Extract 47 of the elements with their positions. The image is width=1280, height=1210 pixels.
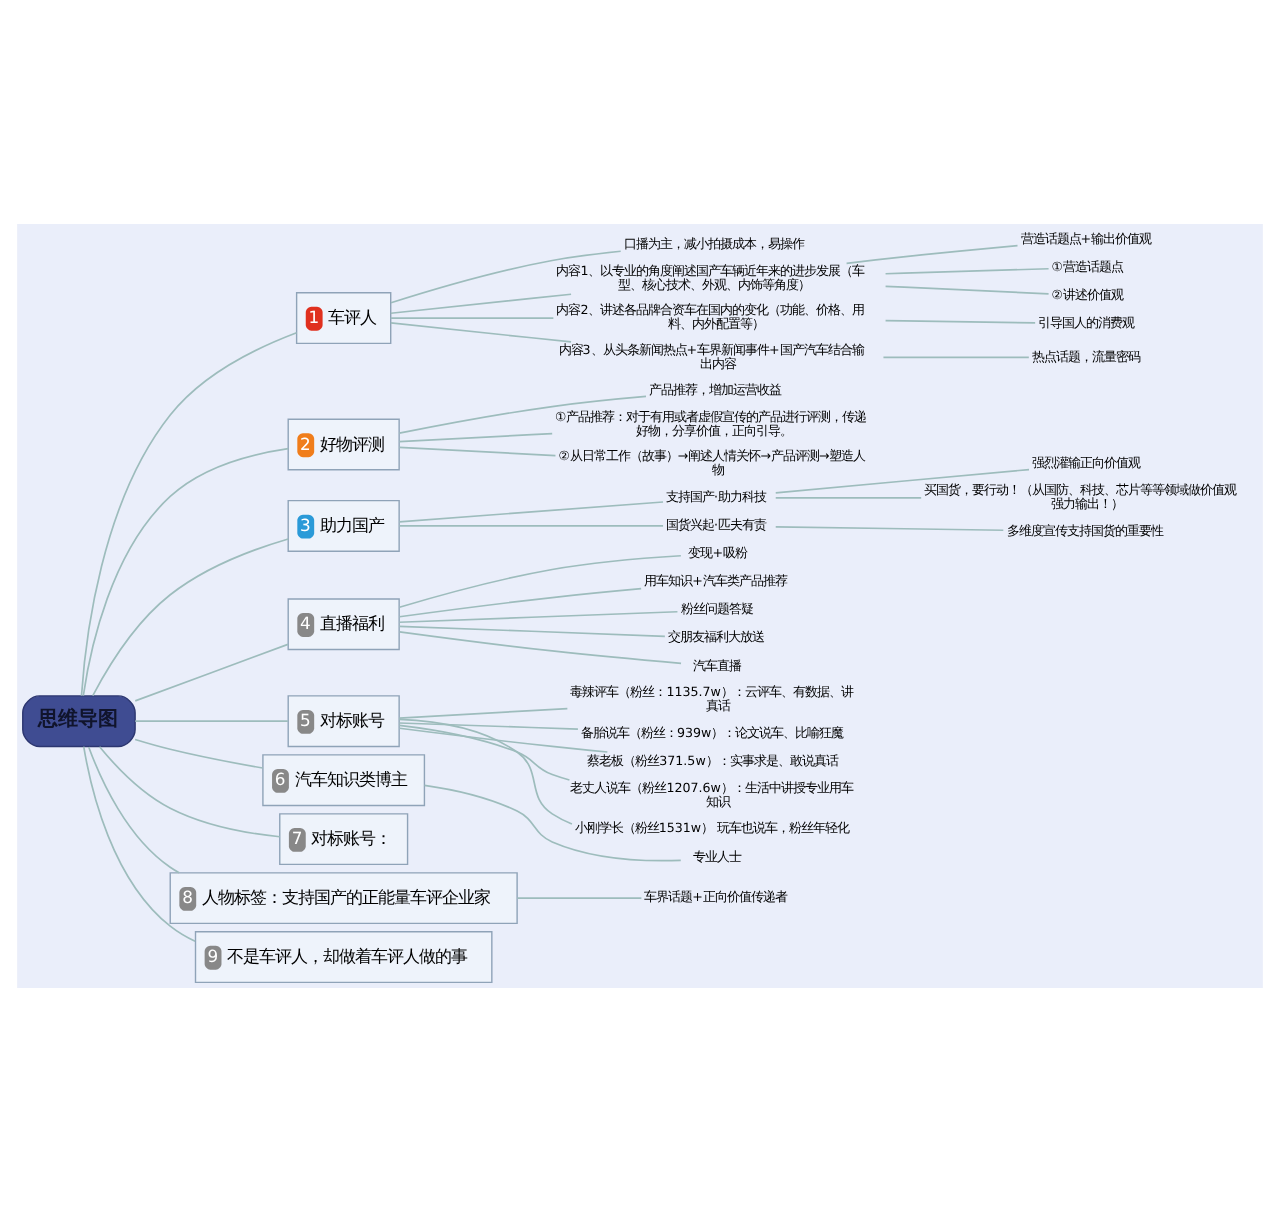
- connector: [884, 318, 1036, 323]
- connector: [398, 721, 579, 729]
- connector: [884, 266, 1050, 274]
- connector: [389, 292, 572, 314]
- connector: [398, 524, 664, 526]
- connector: [516, 896, 643, 898]
- connector: [398, 394, 647, 434]
- connector: [884, 284, 1050, 294]
- connector: [398, 431, 554, 442]
- connector: [398, 629, 682, 664]
- node-box: 9 不是车评人，却做着车评人做的事: [194, 930, 493, 983]
- node-box: 3 助力国产: [287, 498, 400, 551]
- connector: [398, 586, 642, 617]
- connector: [134, 719, 289, 721]
- connector: [398, 445, 557, 456]
- node-box: 6 汽车知识类博主: [262, 753, 426, 806]
- connector: [398, 500, 664, 522]
- connector: [398, 553, 682, 608]
- node-box: 7 对标账号：: [279, 812, 409, 865]
- connector: [845, 243, 1019, 264]
- connector: [98, 744, 281, 837]
- connector: [134, 737, 264, 768]
- connector: [398, 609, 679, 623]
- node-box: 思维导图: [22, 694, 136, 747]
- connector: [774, 524, 1005, 531]
- connector: [882, 355, 1030, 358]
- connector: [774, 496, 923, 498]
- connector: [398, 717, 573, 824]
- node-box: 2 好物评测: [287, 417, 400, 470]
- connector: [80, 330, 298, 696]
- node-box: 4 直播福利: [287, 597, 400, 650]
- connector: [774, 467, 1030, 493]
- connector: [398, 706, 569, 718]
- connector: [398, 624, 666, 637]
- node-box: 8 人物标签：支持国产的正能量车评企业家: [169, 871, 518, 924]
- node-box: 5 对标账号: [287, 694, 400, 747]
- connector: [134, 642, 289, 701]
- connector: [423, 783, 682, 861]
- connector: [92, 537, 289, 696]
- connector: [389, 316, 555, 318]
- node-box: 1 车评人: [295, 291, 392, 344]
- connector: [82, 446, 289, 696]
- connector: [398, 726, 609, 752]
- connector: [87, 745, 180, 873]
- connector: [398, 723, 571, 780]
- connector: [389, 321, 572, 342]
- connector: [390, 249, 622, 303]
